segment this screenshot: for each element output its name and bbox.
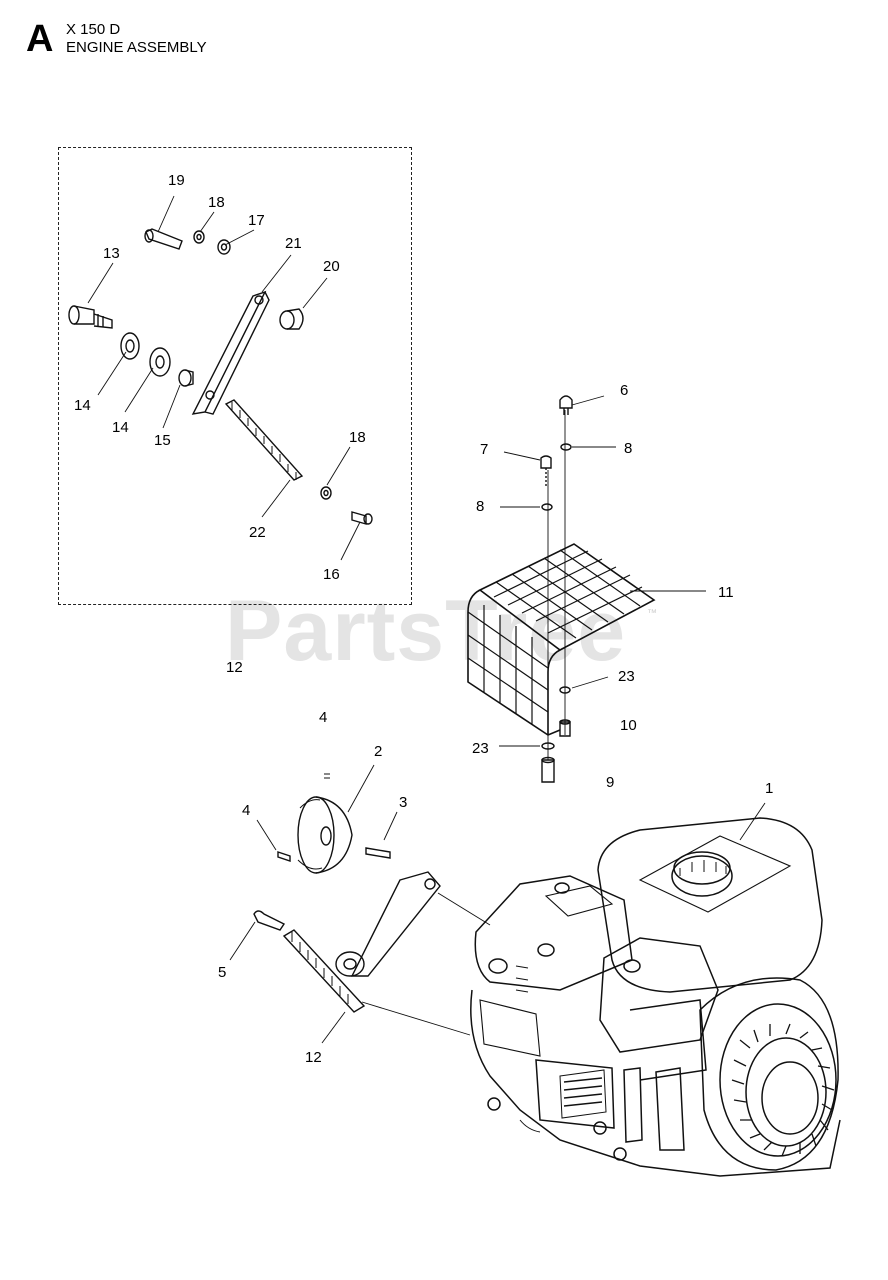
part-17-washer (217, 239, 231, 255)
callout-21: 21 (285, 235, 302, 252)
part-14-bearing-b (149, 347, 171, 377)
callout-22: 22 (249, 524, 266, 541)
part-6-bolt (559, 395, 573, 415)
part-3-key (365, 847, 391, 859)
callout-16: 16 (323, 566, 340, 583)
callout-15: 15 (154, 432, 171, 449)
part-8-washer-upper (560, 443, 572, 451)
part-22-spring (224, 399, 304, 481)
callout-23-lower: 23 (472, 740, 489, 757)
callout-10: 10 (620, 717, 637, 734)
callout-9: 9 (606, 774, 615, 791)
part-20-bushing (279, 308, 304, 330)
callout-13: 13 (103, 245, 120, 262)
part-2-pulley (297, 773, 353, 874)
callout-8-upper: 8 (624, 440, 633, 457)
part-12-idler-arm (335, 871, 441, 977)
part-15-spacer (178, 369, 194, 387)
part-14-bearing-a (120, 332, 140, 360)
model-number: X 150 D (66, 21, 121, 38)
leader-lines (87, 195, 766, 1044)
page-title: ENGINE ASSEMBLY (66, 39, 207, 56)
part-13-pivot-shaft (68, 305, 113, 329)
part-18-washer-bottom (320, 486, 332, 500)
part-10-spacer (559, 719, 571, 737)
callout-14-first: 14 (74, 397, 91, 414)
callout-4-lower: 4 (242, 802, 251, 819)
callout-7: 7 (480, 441, 489, 458)
part-7-bolt (540, 455, 552, 486)
watermark-logo: PartsTree (225, 583, 627, 679)
part-19-bolt (144, 228, 183, 250)
callout-4-top: 4 (319, 709, 328, 726)
part-11-wire-guard (467, 543, 656, 736)
watermark-trademark: ™ (647, 608, 657, 619)
callout-20: 20 (323, 258, 340, 275)
part-4-set-screw (277, 851, 291, 862)
callout-23-upper: 23 (618, 668, 635, 685)
callout-3: 3 (399, 794, 408, 811)
detail-inset-box (58, 147, 412, 605)
part-5-bolt (253, 910, 286, 931)
callout-19: 19 (168, 172, 185, 189)
part-23-washer-upper (559, 686, 571, 694)
callout-18-bottom: 18 (349, 429, 366, 446)
callout-2: 2 (374, 743, 383, 760)
part-21-arm (191, 290, 270, 415)
section-letter: A (26, 18, 54, 60)
callout-17: 17 (248, 212, 265, 229)
callout-5: 5 (218, 964, 227, 981)
part-8-washer-lower (541, 503, 553, 511)
part-18-washer-top (193, 230, 205, 244)
part-16-screw (351, 511, 373, 525)
callout-12-bottom: 12 (305, 1049, 322, 1066)
part-9-spacer (541, 756, 555, 783)
callout-6: 6 (620, 382, 629, 399)
part-23-washer-lower (541, 742, 555, 750)
callout-11: 11 (718, 584, 734, 601)
callout-18-top: 18 (208, 194, 225, 211)
part-1-engine (470, 817, 841, 1177)
part-12-spring (282, 929, 366, 1013)
callout-8-lower: 8 (476, 498, 485, 515)
callout-12-top: 12 (226, 659, 243, 676)
callout-1: 1 (765, 780, 774, 797)
callout-14-second: 14 (112, 419, 129, 436)
